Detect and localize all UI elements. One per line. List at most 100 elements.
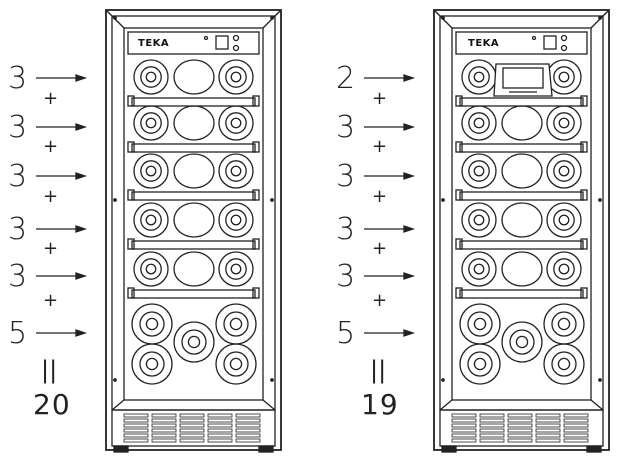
right-plus-5: +	[372, 290, 388, 311]
left-bottle-r1-c-inner	[225, 66, 247, 88]
left-button-icon-3	[203, 35, 209, 41]
left-shelf-2	[131, 143, 256, 153]
right-bottle-r4-c-inner	[553, 209, 575, 231]
right-vent-slot	[563, 428, 589, 433]
right-display-icon	[543, 35, 557, 50]
right-bottle-r1-a-neck	[473, 71, 485, 83]
left-bottle-r5-c-neck	[230, 263, 242, 275]
left-count-bottom: 5	[8, 316, 28, 351]
left-bottle-r2-c-inner	[225, 112, 247, 134]
right-bottle-bottom-1-inner	[467, 311, 493, 337]
left-vent-slot	[151, 423, 177, 428]
left-bottle-bottom-5-inner	[223, 351, 249, 377]
right-button-icon-2	[560, 44, 568, 52]
left-fridge	[105, 9, 282, 453]
right-shelf-clip-right-5	[580, 287, 588, 299]
left-bottle-r3-a-neck	[145, 165, 157, 177]
right-vent-slot	[563, 413, 589, 418]
left-vent-slot	[235, 438, 261, 443]
right-foot-right	[586, 445, 602, 453]
left-vent-slot	[179, 433, 205, 438]
left-foot-right	[258, 445, 274, 453]
left-bottle-r4-c	[218, 202, 254, 238]
right-bottle-bottom-3-neck	[515, 335, 529, 349]
right-bottle-bottom-4-inner	[467, 351, 493, 377]
left-bottle-bottom-5	[215, 343, 257, 385]
right-button-icon-1	[560, 34, 568, 42]
left-bottle-bottom-1	[131, 303, 173, 345]
right-vent-slot	[563, 423, 589, 428]
left-arrow-2-head	[75, 123, 88, 131]
left-vent-slot	[179, 413, 205, 418]
right-shelf-clip-right-1	[580, 95, 588, 107]
left-shelf-clip-left-4	[127, 238, 135, 250]
left-bottle-r1-b	[173, 59, 215, 95]
left-vent-slot	[235, 413, 261, 418]
left-bottle-r3-c	[218, 153, 254, 189]
left-shelf-5	[131, 289, 256, 299]
right-vent-slot	[479, 438, 505, 443]
left-shelf-4	[131, 240, 256, 250]
right-fridge	[433, 9, 610, 453]
right-shelf-clip-left-3	[455, 189, 463, 201]
right-count-shelf-1: 2	[336, 61, 356, 96]
right-foot-left	[441, 445, 457, 453]
left-bottle-r5-b	[173, 251, 215, 287]
left-vent-slot	[179, 418, 205, 423]
right-vent-slot	[479, 413, 505, 418]
left-bottle-bottom-2-inner	[223, 311, 249, 337]
left-base	[111, 409, 276, 447]
right-arrow-6-head	[403, 329, 416, 337]
right-bottle-r1-b	[546, 59, 582, 95]
right-bottle-bottom-2-neck	[557, 317, 571, 331]
right-bottle-r2-c	[546, 105, 582, 141]
right-vent-slot	[479, 433, 505, 438]
right-vent-slot	[507, 438, 533, 443]
left-bottle-r2-a-neck	[145, 117, 157, 129]
left-shelf-clip-right-5	[252, 287, 260, 299]
right-screw-left-0	[441, 16, 445, 20]
right-shelf-clip-left-1	[455, 95, 463, 107]
left-door-glass	[123, 27, 264, 401]
left-bottle-bottom-4-inner	[139, 351, 165, 377]
left-plus-3: +	[43, 186, 59, 207]
left-bevel-br	[262, 399, 276, 411]
left-vent-slot	[123, 433, 149, 438]
left-count-shelf-2: 3	[8, 110, 28, 145]
right-shelf-clip-left-2	[455, 141, 463, 153]
right-vent-slot	[563, 438, 589, 443]
left-control-panel	[127, 31, 260, 55]
right-bottle-bottom-1-neck	[473, 317, 487, 331]
left-shelf-clip-left-5	[127, 287, 135, 299]
right-equals-sign: ||	[370, 356, 387, 384]
left-equals-sign: ||	[41, 356, 58, 384]
left-bottle-r5-a-neck	[145, 263, 157, 275]
left-bottle-bottom-5-neck	[229, 357, 243, 371]
right-bottle-bottom-3-inner	[509, 329, 535, 355]
left-bevel-bl	[111, 399, 125, 411]
right-screw-right-0	[598, 16, 602, 20]
right-count-bottom: 5	[336, 316, 356, 351]
left-plus-5: +	[43, 290, 59, 311]
right-plus-3: +	[372, 186, 388, 207]
left-vent-slot	[151, 413, 177, 418]
right-bottle-r5-c-inner	[553, 258, 575, 280]
right-bottle-bottom-2-inner	[551, 311, 577, 337]
left-shelf-clip-left-1	[127, 95, 135, 107]
right-bottle-r4-a-inner	[468, 209, 490, 231]
right-shelf-2	[459, 143, 584, 153]
left-plus-1: +	[43, 88, 59, 109]
right-plus-4: +	[372, 238, 388, 259]
left-screw-left-2	[113, 378, 117, 382]
left-arrow-1-head	[75, 74, 88, 82]
left-vent-slot	[179, 423, 205, 428]
left-bottle-r2-a-inner	[140, 112, 162, 134]
right-vent-slot	[535, 423, 561, 428]
left-bottle-r2-b	[173, 105, 215, 141]
right-bottle-r4-b	[501, 202, 543, 238]
right-bottle-r5-a-neck	[473, 263, 485, 275]
right-arrow-4-head	[403, 225, 416, 233]
left-shelf-clip-right-1	[252, 95, 260, 107]
left-shelf-3	[131, 191, 256, 201]
right-screw-right-1	[598, 198, 602, 202]
